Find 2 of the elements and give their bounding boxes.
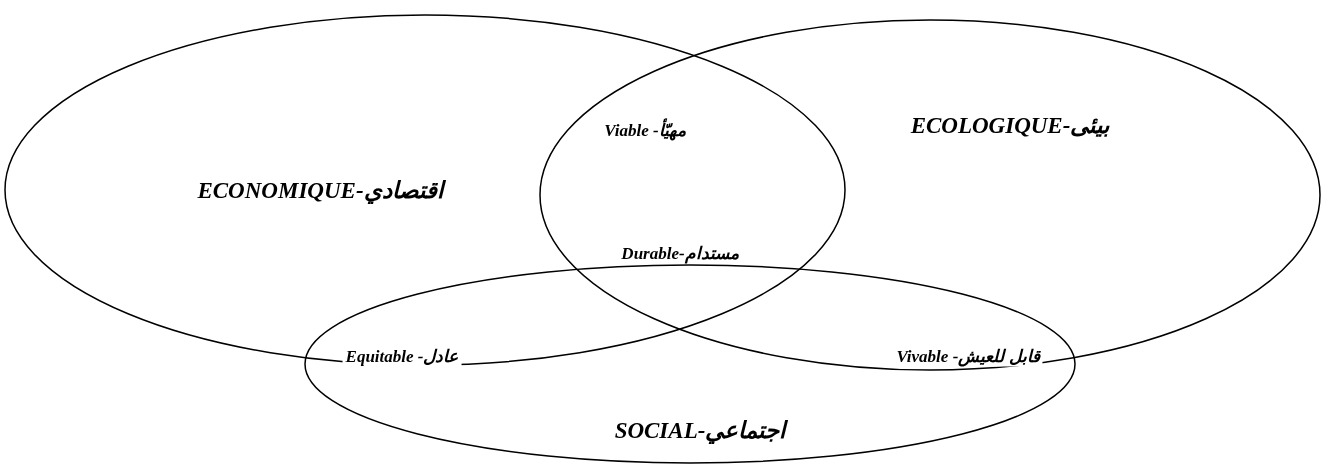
intersection-label: Equitable -عادل bbox=[342, 345, 462, 367]
intersection-label: Durable-مستدام bbox=[618, 242, 742, 264]
